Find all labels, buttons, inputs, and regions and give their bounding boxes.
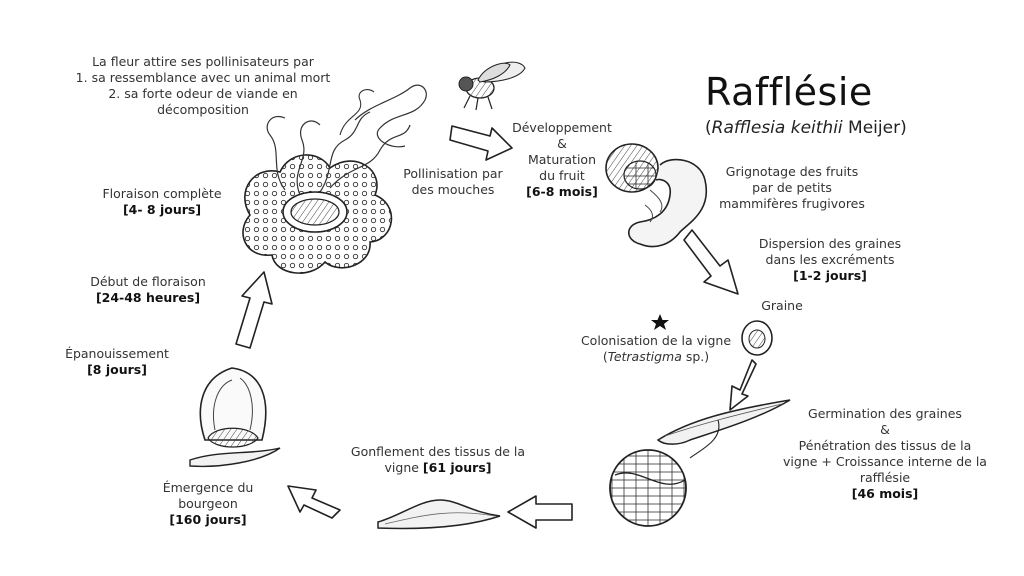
label-swelling: Gonflement des tissus de la vigne [61 jo… <box>338 444 538 476</box>
arrow-seed-to-vine <box>729 359 757 411</box>
fly-icon <box>458 61 526 111</box>
pollination-line-1: Pollinisation par <box>403 166 503 181</box>
label-pollination: Pollinisation par des mouches <box>388 166 518 198</box>
maturation-line-2: & <box>557 136 567 151</box>
label-blooming: Épanouissement [8 jours] <box>52 346 182 378</box>
arrow-fruit-to-seed <box>683 229 739 295</box>
blooming-line-1: Épanouissement <box>65 346 169 361</box>
attraction-line-1: La fleur attire ses pollinisateurs par <box>92 54 314 69</box>
full-flowering-line-1: Floraison complète <box>102 186 222 201</box>
nibbling-line-2: par de petits <box>752 180 832 195</box>
rafflesia-flower-icon <box>242 84 427 274</box>
arrow-swelling-to-bud <box>287 485 341 519</box>
label-emergence: Émergence du bourgeon [160 jours] <box>148 480 268 528</box>
swelling-line-1: Gonflement des tissus de la <box>350 444 526 459</box>
nibbling-line-1: Grignotage des fruits <box>725 164 859 179</box>
swollen-vine-icon <box>377 499 501 530</box>
germination-line-5: rafflésie <box>859 470 911 485</box>
attraction-line-4: décomposition <box>157 102 249 117</box>
cycle-arrows <box>235 125 757 529</box>
vine-germination-icon <box>609 399 791 527</box>
germination-line-4: vigne + Croissance interne de la <box>783 454 987 469</box>
subtitle-open-paren: ( <box>705 118 712 138</box>
seed-icon <box>741 320 773 356</box>
dispersal-line-1: Dispersion des graines <box>758 236 902 251</box>
colonisation-rest: sp.) <box>681 349 710 364</box>
blooming-duration: [8 jours] <box>87 362 147 377</box>
swelling-line-2: vigne [61 jours] <box>338 460 538 476</box>
colonisation-open-paren: ( <box>602 349 608 364</box>
label-colonisation: Colonisation de la vigne (Tetrastigma sp… <box>566 333 746 365</box>
species-author: Meijer) <box>842 118 907 138</box>
flowering-start-duration: [24-48 heures] <box>95 290 201 305</box>
maturation-line-4: du fruit <box>539 168 585 183</box>
flowering-start-line-1: Début de floraison <box>90 274 206 289</box>
species-name: Rafflesia keithii <box>711 118 843 138</box>
emergence-line-2: bourgeon <box>178 496 238 511</box>
arrow-flower-to-fruit <box>449 125 513 161</box>
germination-line-3: Pénétration des tissus de la <box>798 438 972 453</box>
maturation-line-1: Développement <box>512 120 612 135</box>
swelling-vine-word: vigne <box>384 460 419 475</box>
colonisation-line-1: Colonisation de la vigne <box>580 333 732 348</box>
label-nibbling: Grignotage des fruits par de petits mamm… <box>712 164 872 212</box>
emergence-line-1: Émergence du <box>162 480 254 495</box>
star-marker-icon <box>651 314 669 330</box>
bud-emergence-icon <box>189 367 281 468</box>
colonisation-genus: Tetrastigma <box>607 349 682 364</box>
arrow-bud-to-flower <box>235 271 273 349</box>
germination-duration: [46 mois] <box>851 486 919 501</box>
seed-line-1: Graine <box>761 298 803 313</box>
full-flowering-duration: [4- 8 jours] <box>122 202 202 217</box>
arrow-vine-to-swelling <box>507 495 573 529</box>
label-attraction: La fleur attire ses pollinisateurs par 1… <box>58 54 348 118</box>
dispersal-line-2: dans les excréments <box>765 252 895 267</box>
swelling-duration: [61 jours] <box>422 460 492 475</box>
nibbling-line-3: mammifères frugivores <box>719 196 865 211</box>
maturation-duration: [6-8 mois] <box>526 184 598 199</box>
germination-line-2: & <box>880 422 890 437</box>
diagram-title: Rafflésie <box>705 70 873 114</box>
label-full-flowering: Floraison complète [4- 8 jours] <box>92 186 232 218</box>
label-germination: Germination des graines & Pénétration de… <box>782 406 988 502</box>
colonisation-line-2: (Tetrastigma sp.) <box>566 349 746 365</box>
label-dispersal: Dispersion des graines dans les excrémen… <box>745 236 915 284</box>
label-maturation: Développement & Maturation du fruit [6-8… <box>508 120 616 200</box>
dispersal-duration: [1-2 jours] <box>793 268 867 283</box>
label-seed: Graine <box>752 298 812 314</box>
label-flowering-start: Début de floraison [24-48 heures] <box>78 274 218 306</box>
maturation-line-3: Maturation <box>527 152 596 167</box>
pollination-line-2: des mouches <box>411 182 495 197</box>
emergence-duration: [160 jours] <box>169 512 247 527</box>
diagram-subtitle: (Rafflesia keithii Meijer) <box>705 118 907 138</box>
attraction-line-3: 2. sa forte odeur de viande en <box>108 86 298 101</box>
rafflesia-fruit-icon <box>605 143 708 248</box>
attraction-line-2: 1. sa ressemblance avec un animal mort <box>75 70 331 85</box>
germination-line-1: Germination des graines <box>808 406 962 421</box>
